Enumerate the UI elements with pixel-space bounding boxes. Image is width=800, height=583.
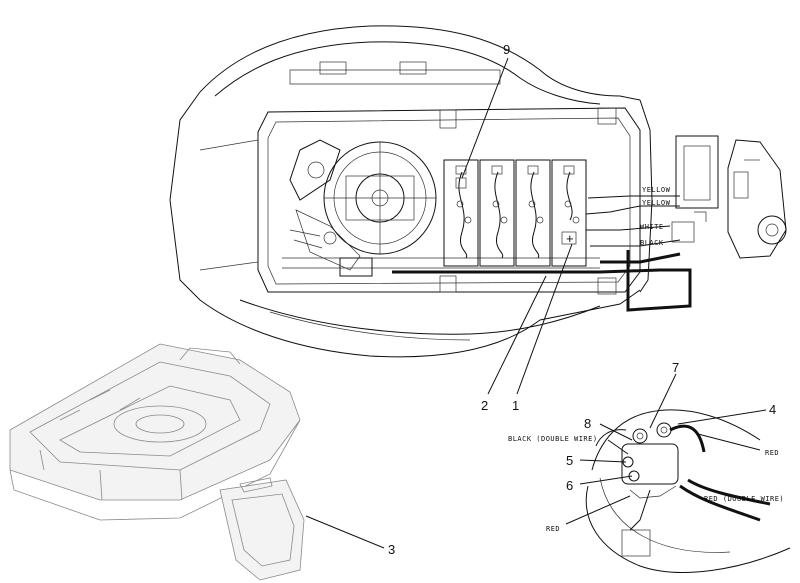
seat-panel: [219, 479, 305, 581]
wire-label-red-bottom: RED: [546, 525, 560, 533]
callout-7: 7: [672, 360, 679, 375]
callout-2: 2: [481, 398, 488, 413]
callout-8: 8: [584, 416, 591, 431]
battery-compartment: [257, 107, 641, 293]
callout-6: 6: [566, 478, 573, 493]
body-outline: [169, 91, 641, 358]
solenoid-detail: [585, 409, 791, 573]
wire-label-black: BLACK: [640, 239, 664, 247]
battery-3: [515, 159, 551, 267]
controller-box: [671, 135, 719, 243]
callout-9: 9: [503, 42, 510, 57]
wire-label-white: WHITE: [640, 223, 664, 231]
motor-assembly: [289, 139, 437, 277]
wire-label-yellow-1: YELLOW: [642, 186, 671, 194]
battery-4: [551, 159, 587, 267]
wire-label-black-double: BLACK (DOUBLE WIRE): [508, 435, 598, 443]
battery-1: [443, 159, 479, 267]
battery-2: [479, 159, 515, 267]
callout-4: 4: [769, 402, 776, 417]
wire-label-red-double: RED (DOUBLE WIRE): [704, 495, 784, 503]
callout-5: 5: [566, 453, 573, 468]
wire-label-yellow-2: YELLOW: [642, 199, 671, 207]
front-bumper: [199, 25, 641, 101]
main-harness: [392, 250, 692, 312]
body-shell-view: [9, 343, 305, 581]
battery-pack: +: [443, 159, 587, 267]
cart-top-view: + YELLOW YELLOW WHITE BLACK: [169, 25, 787, 358]
charger-receptacle: [727, 139, 787, 259]
battery-positive-symbol: +: [566, 231, 574, 246]
callout-3: 3: [388, 542, 395, 557]
callout-1: 1: [512, 398, 519, 413]
wire-label-red-right: RED: [765, 449, 779, 457]
